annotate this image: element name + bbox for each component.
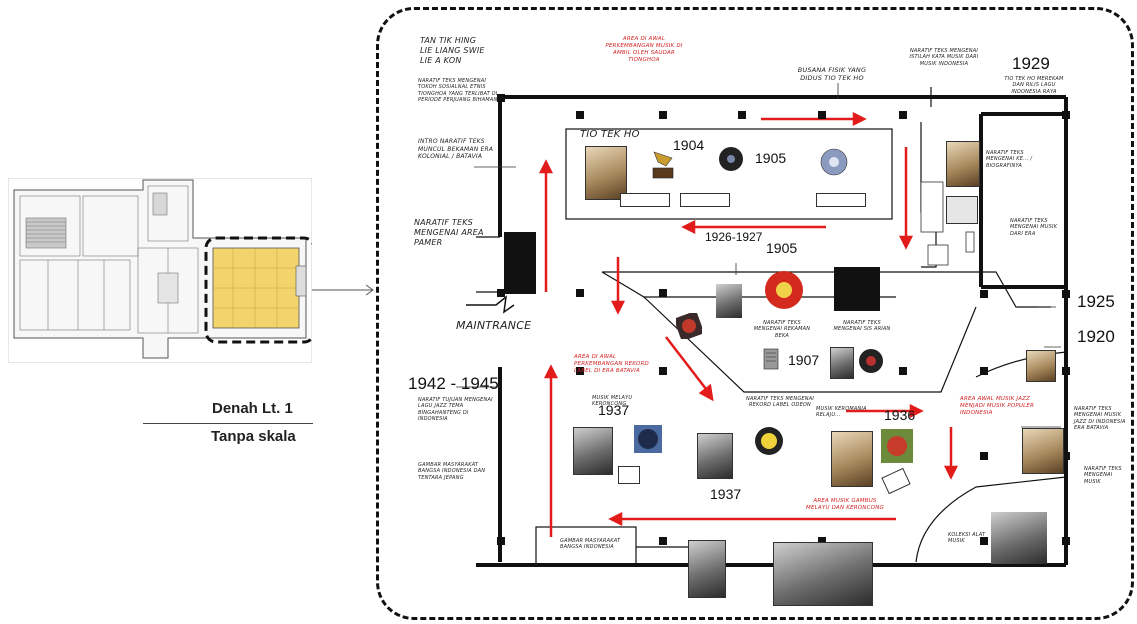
year-1905a-label: 1905 (755, 150, 787, 166)
gramophone-icon (763, 348, 779, 370)
year-1942-label: 1942 - 1945 (408, 374, 499, 393)
year-1929-label: 1929 (1012, 54, 1050, 73)
selection-dashed-frame (204, 236, 312, 344)
intro-note: INTRO NARATIF TEKS MUNCUL BEKAMAN ERA KO… (418, 138, 494, 160)
vinyl-record-icon (755, 427, 783, 455)
vinyl-record-icon (820, 148, 848, 176)
year-1904-label: 1904 (673, 137, 705, 153)
singer-portrait (697, 433, 733, 479)
vinyl-record-icon (634, 425, 662, 453)
year-1905b-label: 1905 (766, 240, 798, 256)
year-1936-label: 1936 (884, 407, 916, 423)
right-note-4: NARATIF TEKS MENGENAI MUSIK (1084, 466, 1122, 485)
artifact-photo (716, 284, 742, 318)
jazz-music-note: MUSIK KEROMANIA RELAJU... (816, 406, 867, 419)
building-floorplan-thumbnail (8, 178, 312, 363)
connector-arrow (312, 284, 374, 296)
year-1907-label: 1907 (788, 352, 820, 368)
narative-area-note: NARATIF TEKS MENGENAI AREA PAMER (414, 218, 484, 247)
right-note-2: NARATIF TEKS MENGENAI MUSIK DARI ERA (1010, 218, 1058, 237)
vinyl-record-icon (719, 147, 743, 171)
musician-photo (1022, 428, 1064, 474)
vinyl-record-icon (676, 313, 702, 339)
info-card (816, 193, 866, 207)
year-1920-label: 1920 (1077, 327, 1115, 346)
info-card (618, 466, 640, 484)
maintrance-label: MAINTRANCE (456, 319, 532, 332)
label-note-2: NARATIF TEKS MENGENAI SIS ARIAN (833, 320, 891, 333)
record-label-area-note: AREA DI AWAL PERKEMBANGAN REKORD LABEL D… (574, 354, 649, 374)
year-1937a-label: 1937 (598, 402, 630, 418)
early-music-area-note: AREA DI AWAL PERKEMBANGAN MUSIK DI AMBIL… (605, 36, 683, 63)
info-card (620, 193, 670, 207)
gambus-area-note: AREA MUSIK GAMBUS MELAYU DAN KERONCONG (806, 498, 884, 511)
record-cover (946, 196, 978, 224)
odeon-note: NARATIF TEKS MENGENAI REKORD LABEL ODEON (745, 396, 815, 409)
right-note-1: NARATIF TEKS MENGENAI KE... / BIOGRAFINY… (986, 150, 1033, 169)
tio-tek-ho-portrait (585, 146, 627, 200)
vinyl-record-icon (765, 271, 803, 309)
exhibit-photo (1026, 350, 1056, 382)
names-description: NARATIF TEKS MENGENAI TOKOH SOSIALNAL ET… (418, 78, 498, 103)
info-card (680, 193, 730, 207)
phonograph-icon (652, 151, 674, 179)
detail-floorplan (456, 83, 1070, 567)
year-1942-desc: NARATIF TUJUAN MENGENAI LAGU JAZZ TEMA B… (418, 397, 493, 422)
caption-subtitle: Tanpa skala (211, 428, 296, 445)
tio-costume-note: BUSANA FISIK YANG DIDUS TIO TEK HO (797, 66, 867, 83)
japan-era-note: GAMBAR MASYARAKAT BANGSA INDONESIA DAN T… (418, 462, 486, 481)
vinyl-record-icon (881, 429, 913, 463)
caption-title: Denah Lt. 1 (212, 400, 293, 417)
historical-photo (688, 540, 726, 598)
singer-portrait (831, 431, 873, 487)
vinyl-record-icon (859, 349, 883, 373)
singer-portrait (573, 427, 613, 475)
portrait-right (946, 141, 980, 187)
keroncong-note: MUSIK MELAYU KERONCONG (592, 395, 633, 408)
artifact-photo (830, 347, 854, 379)
band-photo (773, 542, 873, 606)
instrument-collection-photo (991, 512, 1047, 564)
year-1929-desc: TIO TEK HO MEREKAM DAN RILIS LAGU INDONE… (1004, 76, 1064, 95)
year-1926-label: 1926-1927 (705, 230, 763, 244)
year-1925-label: 1925 (1077, 292, 1115, 311)
music-term-note: NARATIF TEKS MENGENAI ISTILAH KATA MUSIK… (909, 48, 979, 67)
year-1937b-label: 1937 (710, 486, 742, 502)
beka-note: NARATIF TEKS MENGENAI REKAMAN BEKA (753, 320, 811, 339)
names-note: TAN TIK HING LIE LIANG SWIE LIE A KON (420, 36, 485, 65)
detail-dashed-frame (376, 7, 1134, 620)
instrument-collection-note: KOLEKSI ALAT MUSIK (948, 532, 986, 545)
right-note-3: NARATIF TEKS MENGENAI MUSIK JAZZ DI INDO… (1074, 406, 1126, 431)
caption-divider (143, 423, 313, 424)
jazz-popular-area-note: AREA AWAL MUSIK JAZZ MENJADI MUSIK POPUL… (960, 396, 1035, 416)
tio-tek-ho-label: TIO TEK HO (580, 129, 640, 140)
indonesia-society-note: GAMBAR MASYARAKAT BANGSA INDONESIA (560, 538, 621, 551)
